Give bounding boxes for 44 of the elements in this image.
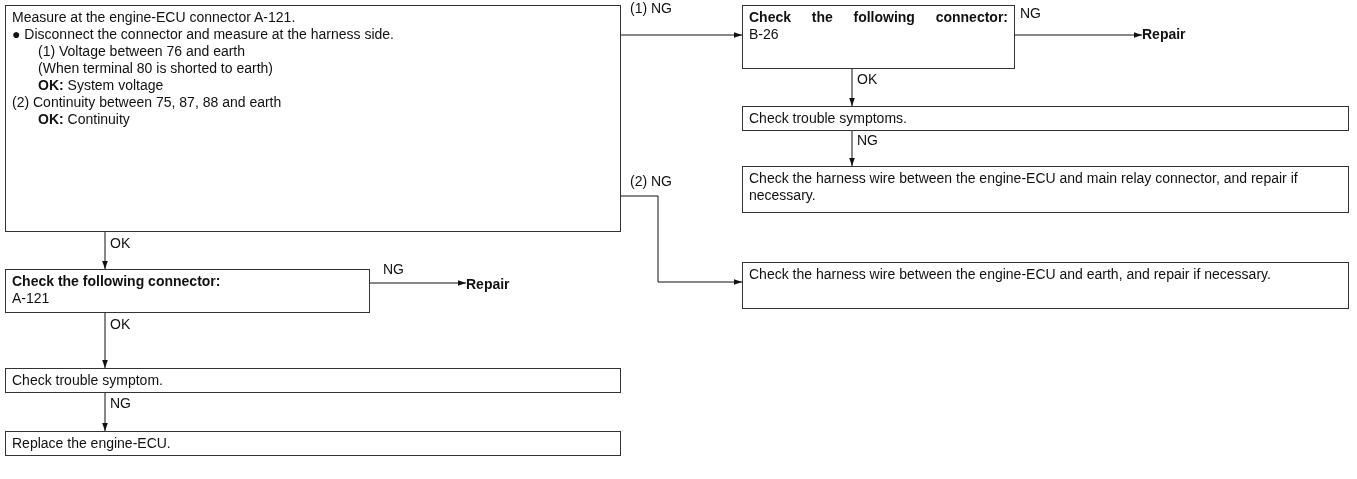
box-text: Check trouble symptoms. [749,110,908,127]
box-text: A-121 [12,290,51,307]
box-text: (1) Voltage between 76 and earth [37,43,247,60]
box-text: Check the harness wire between the engine-ECU and main relay connector, and repair if necessary. [749,170,1299,204]
process-box [5,269,370,313]
arrow [102,312,108,369]
arrow [849,68,855,107]
edge-label: NG [1020,5,1041,21]
edge-label: (2) NG [630,173,672,189]
edge-label: NG [110,395,131,411]
box-text: B-26 [749,26,780,43]
arrow [102,231,108,270]
arrow [102,392,108,432]
edge-label: (1) NG [630,0,672,16]
box-text: ● Disconnect the connector and measure at the harness side. [12,26,395,43]
arrow [1014,32,1143,38]
process-box [5,431,621,456]
box-text: OK: System voltage [37,77,165,94]
box-text: Check trouble symptom. [12,372,164,389]
box-text: (When terminal 80 is shorted to earth) [37,60,274,77]
arrow [620,195,743,285]
box-text: (2) Continuity between 75, 87, 88 and earth [12,94,283,111]
box-text: Replace the engine-ECU. [12,435,172,452]
arrow [369,280,467,286]
arrow [620,32,743,38]
result-text: Repair [1142,26,1212,48]
arrow [849,130,855,167]
box-text: Check the following connector: [749,9,1008,26]
process-box [742,5,1015,69]
result-text: Repair [466,276,536,298]
process-box [742,106,1349,131]
process-box [742,262,1349,309]
box-text: Check the following connector: [12,273,222,290]
box-text: OK: Continuity [37,111,131,128]
process-box [5,368,621,393]
edge-label: NG [857,132,878,148]
edge-label: OK [110,316,131,332]
edge-label: OK [110,235,131,251]
edge-label: OK [857,71,878,87]
edge-label: NG [383,261,404,277]
box-text: Check the harness wire between the engine-ECU and earth, and repair if necessary. [749,266,1272,283]
box-text: Measure at the engine-ECU connector A-121. [12,9,297,26]
process-box [742,166,1349,213]
process-box [5,5,621,232]
